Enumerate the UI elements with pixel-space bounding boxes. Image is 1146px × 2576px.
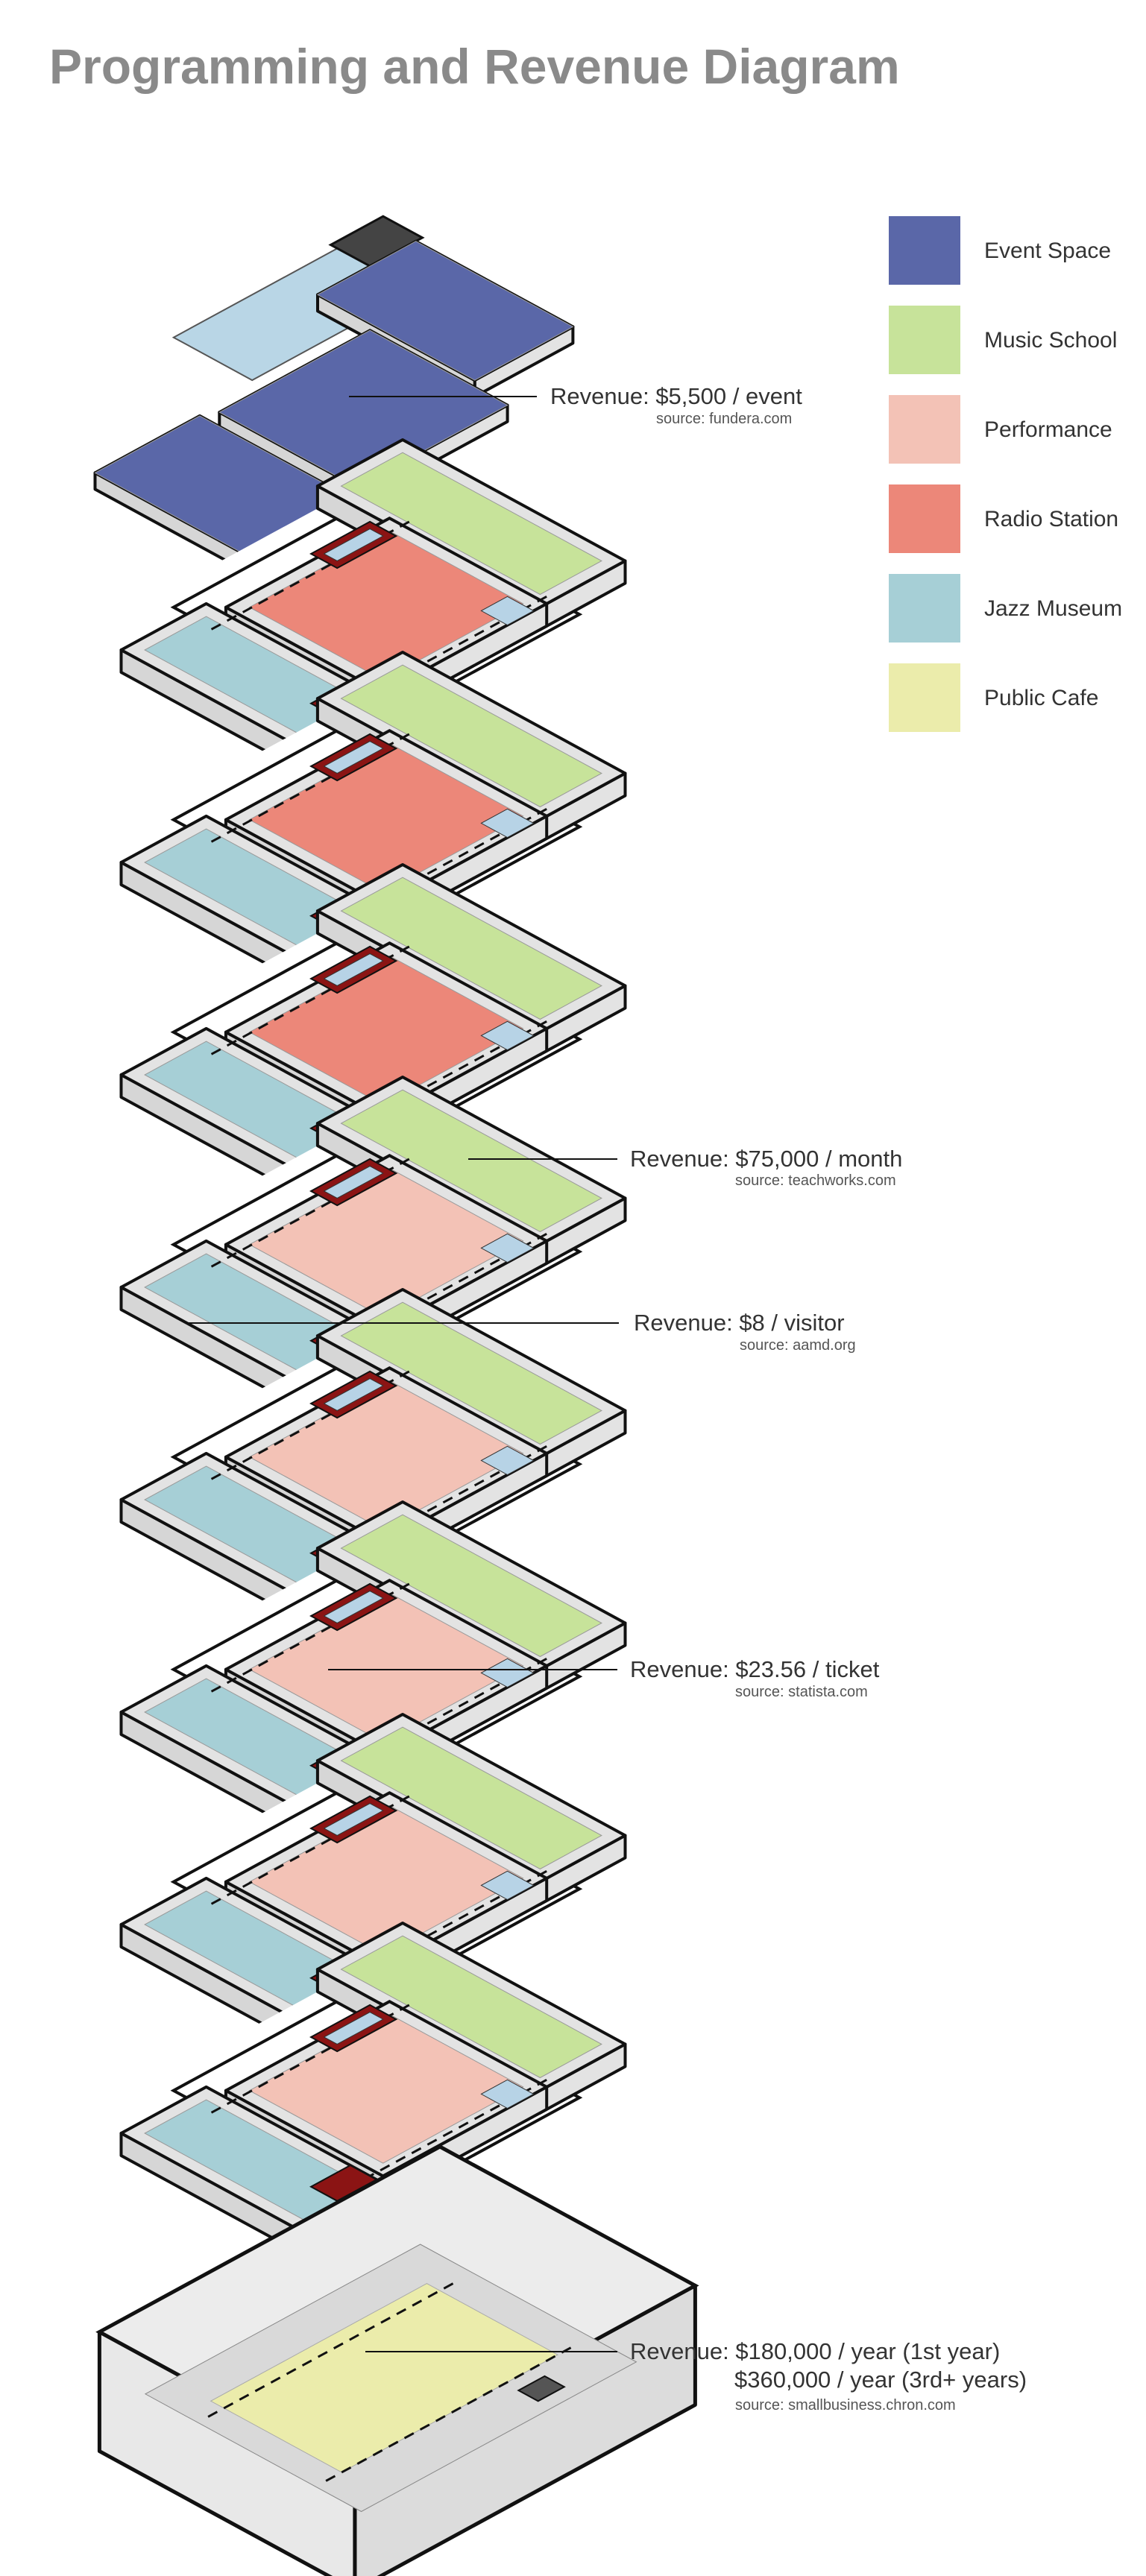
right-wing-music-school <box>340 1514 602 1658</box>
escalator <box>323 528 384 562</box>
escalator <box>323 1165 384 1199</box>
legend-label: Public Cafe <box>984 686 1098 710</box>
glass-core <box>480 1233 535 1263</box>
revenue-label-secondary: $360,000 / year (3rd+ years) <box>734 2367 1027 2393</box>
escalator <box>323 1590 384 1624</box>
glass-core <box>480 1020 535 1051</box>
legend-swatch-jazz-museum <box>889 574 960 643</box>
escalator <box>323 2011 384 2045</box>
center-wing-performance <box>248 2013 524 2164</box>
escalator <box>323 1377 384 1412</box>
revenue-label: Revenue: $75,000 / month <box>630 1146 902 1172</box>
dashed-edge <box>204 2282 454 2420</box>
floor-event-space <box>93 215 575 573</box>
right-wing-music-school <box>340 1726 602 1870</box>
revenue-label: Revenue: $23.56 / ticket <box>630 1656 880 1682</box>
legend-swatch-performance <box>889 395 960 464</box>
legend-label: Radio Station <box>984 507 1118 531</box>
right-wing-music-school <box>340 452 602 596</box>
legend-swatch-radio-station <box>889 484 960 553</box>
dashed-edge <box>321 2346 572 2484</box>
right-wing-music-school <box>340 1089 602 1233</box>
source-label: source: teachworks.com <box>735 1172 896 1189</box>
right-wing-music-school <box>340 1301 602 1445</box>
revenue-label: Revenue: $5,500 / event <box>550 383 802 409</box>
glass-core <box>480 808 535 839</box>
source-label: source: aamd.org <box>740 1337 856 1354</box>
glass-core <box>480 596 535 626</box>
legend-swatch-public-cafe <box>889 663 960 732</box>
source-label: source: statista.com <box>735 1684 868 1700</box>
legend-label: Jazz Museum <box>984 596 1122 621</box>
glass-core <box>480 2079 535 2109</box>
source-label: source: smallbusiness.chron.com <box>735 2397 956 2414</box>
escalator <box>323 1802 384 1837</box>
floor-stack <box>69 215 699 2576</box>
page-title: Programming and Revenue Diagram <box>49 39 900 94</box>
event-space-right <box>316 241 574 381</box>
source-label: source: fundera.com <box>656 411 792 427</box>
escalator <box>323 740 384 774</box>
floor-6 <box>69 1500 678 1857</box>
right-wing-music-school <box>340 877 602 1020</box>
floor-8 <box>69 1922 678 2279</box>
ground-core <box>517 2375 566 2402</box>
right-wing-music-school <box>340 664 602 808</box>
glass-core <box>480 1870 535 1901</box>
floor-1 <box>69 438 678 795</box>
revenue-label: Revenue: $180,000 / year (1st year) <box>630 2338 1000 2364</box>
legend-label: Performance <box>984 417 1112 442</box>
revenue-label: Revenue: $8 / visitor <box>634 1310 845 1336</box>
legend-swatch-event-space <box>889 216 960 285</box>
legend-label: Event Space <box>984 239 1111 263</box>
revenue-annotations: Revenue: $5,500 / event source: fundera.c… <box>186 383 1027 2414</box>
right-wing-music-school <box>340 1935 602 2079</box>
escalator <box>323 953 384 987</box>
legend-label: Music School <box>984 328 1117 353</box>
floor-ground-public-cafe <box>95 2144 699 2576</box>
legend-swatch-music-school <box>889 306 960 374</box>
glass-core <box>480 1658 535 1688</box>
floor-4 <box>69 1076 678 1433</box>
glass-core <box>480 1445 535 1476</box>
